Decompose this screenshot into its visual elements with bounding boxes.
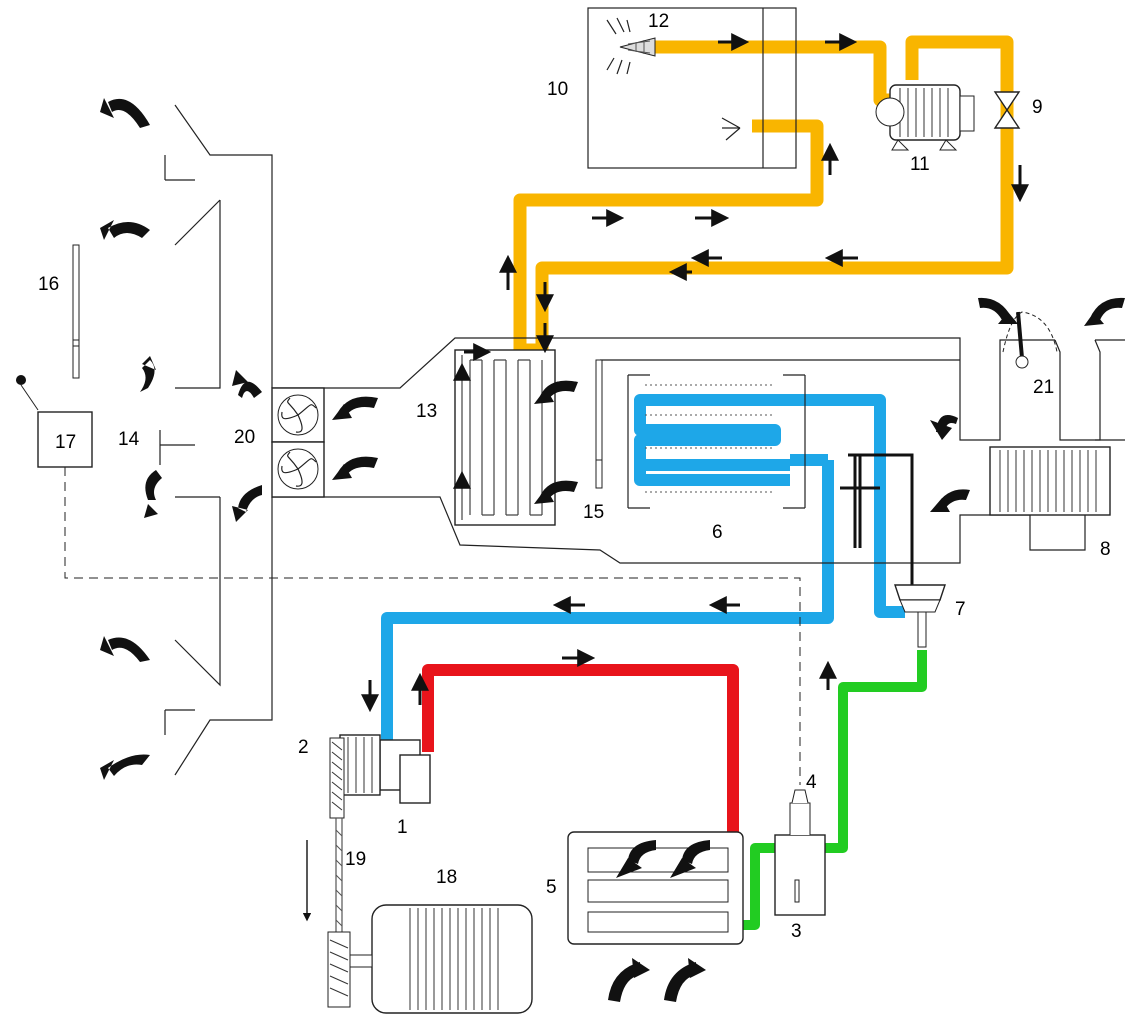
flow-arrows	[361, 33, 1029, 713]
label-4: 4	[806, 772, 817, 793]
belt-drive	[302, 737, 351, 1008]
evaporator	[627, 374, 806, 509]
label-17: 17	[55, 432, 77, 453]
label-21: 21	[1033, 377, 1055, 398]
label-19: 19	[345, 849, 367, 870]
blower	[989, 446, 1111, 551]
label-9: 9	[1032, 97, 1043, 118]
label-5: 5	[546, 877, 557, 898]
label-14: 14	[118, 429, 140, 450]
air-duct	[159, 104, 1125, 776]
valve	[993, 91, 1021, 129]
high-pressure-gas-pipes	[422, 664, 739, 832]
air-cooled-condenser	[454, 349, 556, 526]
label-18: 18	[436, 867, 458, 888]
label-7: 7	[955, 599, 966, 620]
low-pressure-pipes	[381, 394, 905, 752]
compressor	[339, 734, 431, 804]
water-pump	[875, 84, 975, 151]
label-6: 6	[712, 522, 723, 543]
label-13: 13	[416, 401, 438, 422]
label-16: 16	[38, 274, 60, 295]
receiver	[774, 789, 826, 916]
electric-motor	[349, 904, 533, 1014]
label-20: 20	[234, 427, 256, 448]
label-1: 1	[397, 817, 408, 838]
damper-flap	[1002, 311, 1058, 369]
label-10: 10	[547, 79, 569, 100]
label-11: 11	[910, 154, 930, 175]
expansion-valve	[840, 453, 946, 648]
fans	[271, 387, 325, 498]
airflow-arrows	[100, 98, 1125, 1002]
thermometer-probe	[595, 359, 603, 489]
label-15: 15	[583, 502, 605, 523]
high-pressure-liquid-pipes	[740, 650, 927, 930]
water-tank	[587, 7, 797, 169]
label-2: 2	[298, 737, 309, 758]
indoor-sensor-rod	[72, 244, 80, 379]
label-3: 3	[791, 921, 802, 942]
label-12: 12	[648, 11, 670, 32]
controller	[16, 375, 801, 785]
label-8: 8	[1100, 539, 1111, 560]
